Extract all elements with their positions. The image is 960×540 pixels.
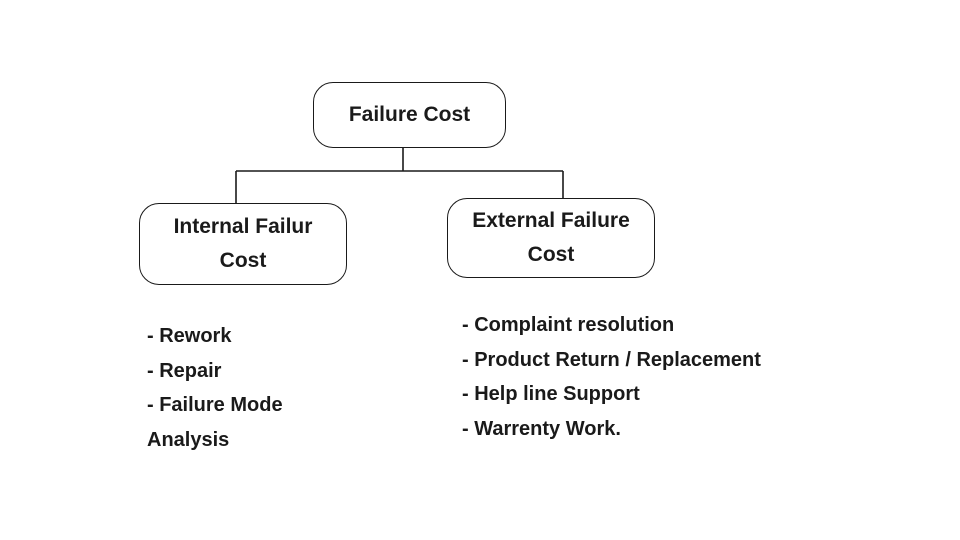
failure-cost-label: Failure Cost [348,103,471,126]
internal-failure-cost-node: Internal Failur Cost [139,203,347,285]
internal-failure-items: - Rework - Repair - Failure Mode Analysi… [147,319,347,457]
external-failure-cost-node: External Failure Cost [447,198,655,278]
external-failure-cost-label: External Failure Cost [472,209,630,266]
list-item: - Help line Support [462,383,640,405]
list-item: - Complaint resolution [462,314,675,336]
list-item: - Warrenty Work. [462,417,621,440]
failure-cost-node: Failure Cost [313,82,506,148]
list-item: - Product Return / Replacement [462,348,761,371]
list-item: - Rework [147,325,232,347]
list-item: - Failure Mode Analysis [147,394,283,451]
list-item: - Repair [147,359,222,382]
external-failure-items: - Complaint resolution - Product Return … [462,308,822,446]
internal-failure-cost-label: Internal Failur Cost [173,215,313,272]
